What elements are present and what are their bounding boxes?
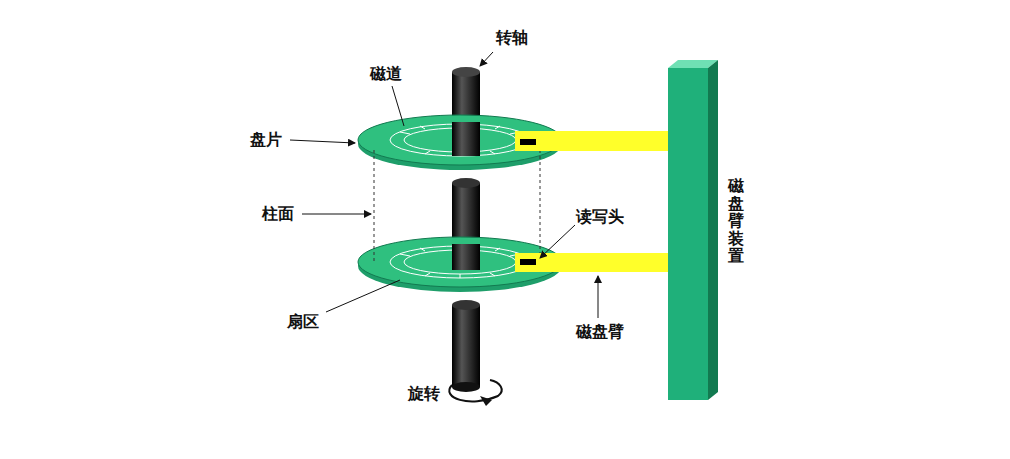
arm-assembly-bar (662, 58, 762, 404)
track-label: 磁道 (370, 64, 402, 83)
arm-assembly: 磁盘臂装置 (662, 58, 762, 404)
sector-label: 扇区 (287, 312, 319, 331)
platter-label: 盘片 (250, 130, 282, 149)
cylinder-label: 柱面 (262, 204, 294, 223)
arm-label: 磁盘臂 (576, 322, 624, 341)
vertical-label: 磁盘臂装置 (728, 177, 744, 265)
head-label: 读写头 (576, 207, 624, 226)
spindle-label: 转轴 (496, 28, 528, 47)
rotation-label: 旋转 (408, 384, 440, 403)
